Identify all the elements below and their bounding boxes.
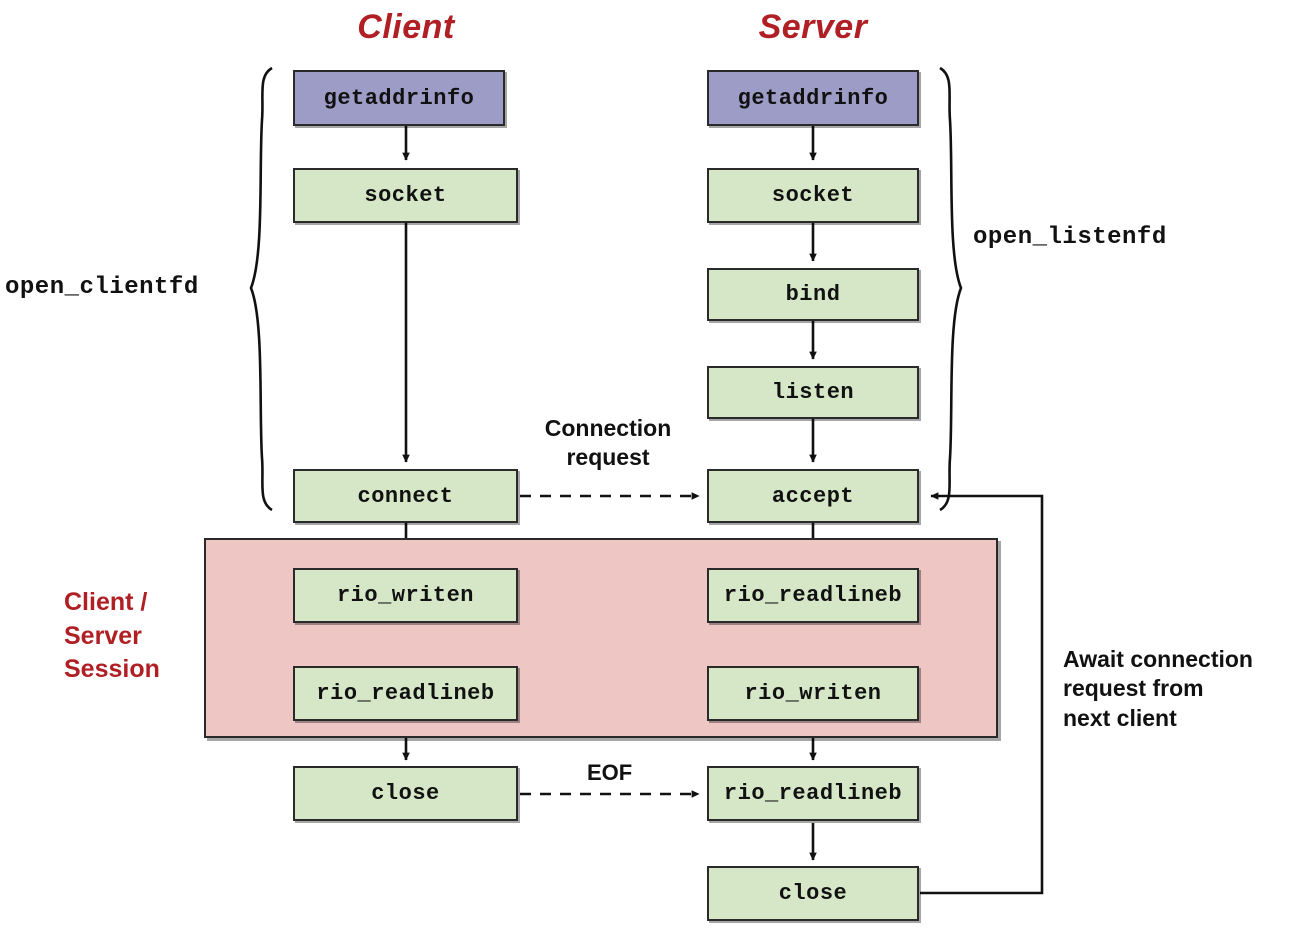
brace-open-listenfd — [939, 66, 963, 512]
node-server-rio-readlineb-2[interactable]: rio_readlineb — [707, 766, 919, 821]
label-open-listenfd: open_listenfd — [973, 224, 1167, 251]
node-client-getaddrinfo[interactable]: getaddrinfo — [293, 70, 505, 126]
node-server-socket[interactable]: socket — [707, 168, 919, 223]
connection-request-line-2: request — [566, 444, 650, 471]
column-title-client: Client — [357, 8, 455, 46]
node-client-socket[interactable]: socket — [293, 168, 518, 223]
node-client-close[interactable]: close — [293, 766, 518, 821]
node-client-connect[interactable]: connect — [293, 469, 518, 523]
label-open-clientfd: open_clientfd — [5, 274, 199, 301]
await-line-3: next client — [1063, 704, 1177, 731]
node-server-rio-readlineb[interactable]: rio_readlineb — [707, 568, 919, 623]
node-server-bind[interactable]: bind — [707, 268, 919, 321]
node-client-rio-writen[interactable]: rio_writen — [293, 568, 518, 623]
label-client-server-session: Client / Server Session — [64, 586, 204, 687]
edge-await-connection-loop — [920, 492, 1044, 895]
await-line-2: request from — [1063, 675, 1204, 702]
session-title-line-1: Client / — [64, 588, 148, 616]
node-server-close[interactable]: close — [707, 866, 919, 921]
node-client-rio-readlineb[interactable]: rio_readlineb — [293, 666, 518, 721]
label-eof: EOF — [587, 760, 633, 785]
label-connection-request: Connection request — [528, 414, 688, 473]
brace-open-clientfd — [249, 66, 273, 512]
node-server-accept[interactable]: accept — [707, 469, 919, 523]
node-server-rio-writen[interactable]: rio_writen — [707, 666, 919, 721]
session-title-line-3: Session — [64, 655, 160, 683]
column-title-server: Server — [758, 8, 868, 46]
node-server-getaddrinfo[interactable]: getaddrinfo — [707, 70, 919, 126]
session-title-line-2: Server — [64, 621, 142, 650]
connection-request-line-1: Connection — [544, 415, 672, 441]
node-server-listen[interactable]: listen — [707, 366, 919, 419]
await-line-1: Await connection — [1063, 646, 1253, 672]
label-await-connection: Await connection request from next clien… — [1063, 645, 1298, 733]
